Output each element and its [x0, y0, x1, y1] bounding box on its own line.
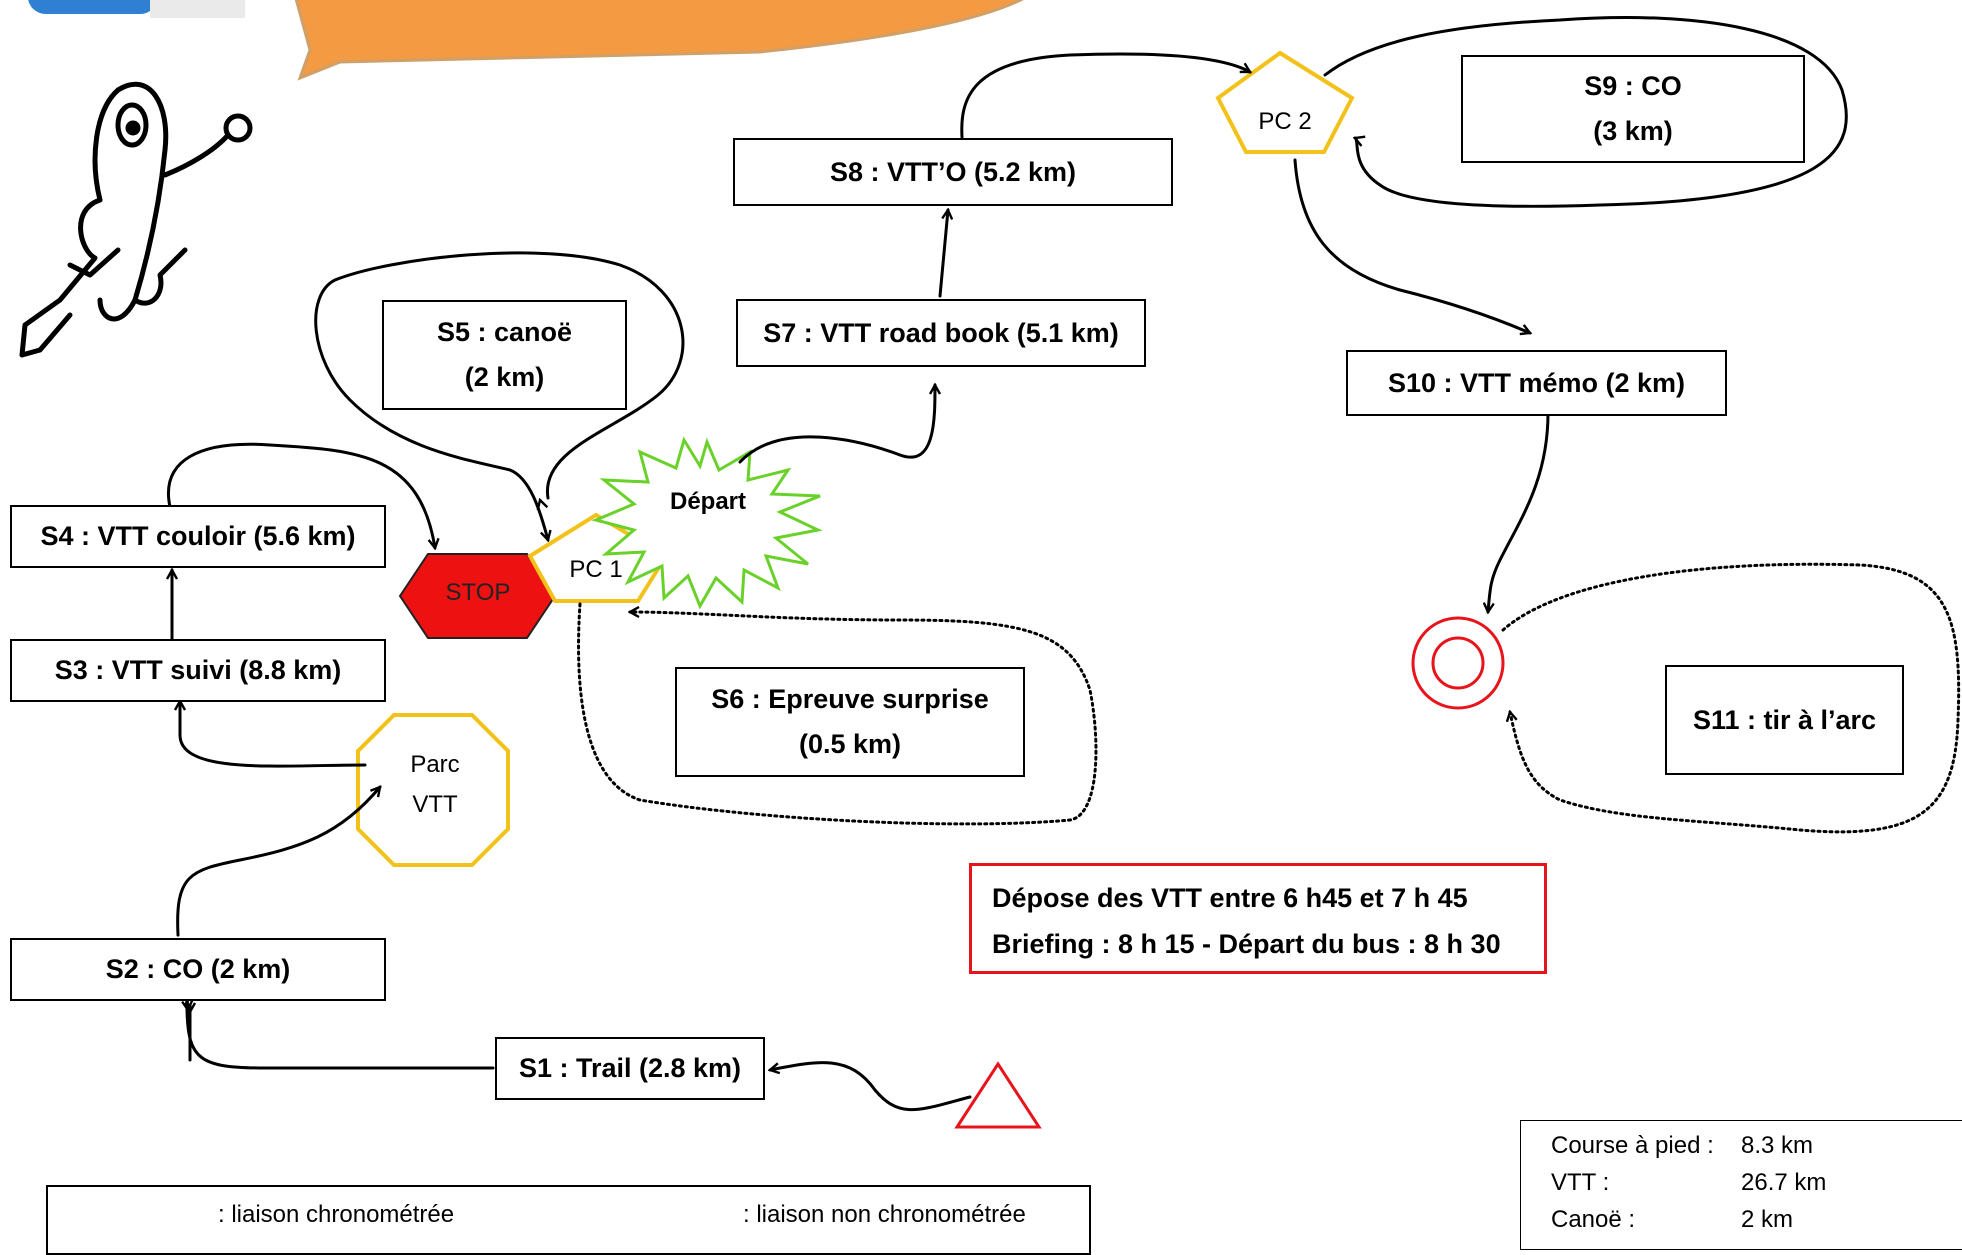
parc-vtt-line1: Parc [410, 751, 460, 778]
stage-s5-line1: S5 : canoë [436, 317, 573, 348]
link-depart-to-s7 [738, 385, 935, 464]
summary-row-canoe: Canoë : 2 km [1551, 1201, 1962, 1238]
summary-row-course: Course à pied : 8.3 km [1551, 1127, 1962, 1164]
logo-corner-icon [28, 0, 245, 18]
parc-vtt-octagon [356, 713, 510, 867]
link-s8-to-pc2 [960, 52, 1250, 139]
info-note: Dépose des VTT entre 6 h45 et 7 h 45 Bri… [969, 863, 1547, 974]
link-start-to-s1 [770, 1061, 972, 1112]
stage-s8-box: S8 : VTT’O (5.2 km) [733, 138, 1173, 206]
stage-s8-label: S8 : VTT’O (5.2 km) [829, 156, 1077, 187]
stage-s3-box: S3 : VTT suivi (8.8 km) [10, 639, 386, 702]
stop-label: STOP [445, 579, 511, 606]
summary-label: Canoë : [1551, 1206, 1636, 1234]
untimed-links [577, 562, 1961, 834]
stage-s2-label: S2 : CO (2 km) [105, 954, 291, 985]
stage-s2-box: S2 : CO (2 km) [10, 938, 386, 1001]
target-icon [1411, 616, 1505, 710]
stage-s5-box: S5 : canoë (2 km) [382, 300, 627, 410]
link-s1-to-s2 [187, 990, 495, 1070]
pc2-pentagon [1215, 50, 1355, 154]
stage-s10-box: S10 : VTT mémo (2 km) [1346, 350, 1727, 416]
start-triangle-icon [954, 1061, 1042, 1129]
stage-s1-label: S1 : Trail (2.8 km) [518, 1053, 742, 1084]
stage-s6-line1: S6 : Epreuve surprise [711, 684, 989, 715]
link-target-s11-loop [1501, 562, 1961, 834]
legend-untimed-label: : liaison non chronométrée [743, 1201, 1026, 1228]
link-s4-to-stop [167, 442, 435, 548]
info-line2: Briefing : 8 h 15 - Départ du bus : 8 h … [992, 928, 1501, 959]
stage-s9-line1: S9 : CO [1584, 71, 1682, 102]
link-s10-to-target [1488, 411, 1550, 612]
summary-value: 2 km [1741, 1206, 1794, 1234]
parc-vtt-line2: VTT [412, 791, 458, 818]
runner-mascot-icon [19, 81, 253, 358]
stop-sign-icon [398, 553, 557, 639]
stage-s10-label: S10 : VTT mémo (2 km) [1387, 367, 1686, 398]
link-pc2-to-s10 [1293, 158, 1530, 333]
summary-label: Course à pied : [1551, 1132, 1714, 1159]
legend-box: : liaison chronométrée : liaison non chr… [46, 1185, 1091, 1255]
pc2-label: PC 2 [1258, 108, 1312, 135]
pc1-label: PC 1 [569, 556, 623, 583]
depart-burst-icon [591, 436, 823, 610]
stage-s11-box: S11 : tir à l’arc [1665, 665, 1904, 775]
link-pc2-s9-loop [1323, 16, 1848, 208]
link-pc1-s6-loop [577, 602, 1098, 826]
summary-row-vtt: VTT : 26.7 km [1551, 1164, 1962, 1201]
stage-s4-label: S4 : VTT couloir (5.6 km) [40, 521, 356, 552]
stage-s6-box: S6 : Epreuve surprise (0.5 km) [675, 667, 1025, 777]
stage-s1-box: S1 : Trail (2.8 km) [495, 1037, 765, 1100]
distance-summary: Course à pied : 8.3 km VTT : 26.7 km Canoë… [1520, 1120, 1962, 1250]
link-s2-to-parc [176, 787, 380, 937]
legend-timed-label: : liaison chronométrée [218, 1201, 455, 1228]
timed-links [167, 16, 1848, 1112]
stage-s4-box: S4 : VTT couloir (5.6 km) [10, 505, 386, 568]
stage-s3-label: S3 : VTT suivi (8.8 km) [54, 655, 342, 686]
link-parc-to-s3 [180, 701, 367, 768]
stage-s9-box: S9 : CO (3 km) [1461, 55, 1805, 163]
depart-label: Départ [669, 488, 747, 515]
summary-value: 26.7 km [1741, 1169, 1827, 1197]
summary-label: VTT : [1551, 1169, 1610, 1197]
stage-s7-box: S7 : VTT road book (5.1 km) [736, 299, 1146, 367]
stage-s7-label: S7 : VTT road book (5.1 km) [763, 317, 1119, 348]
summary-value: 8.3 km [1741, 1132, 1814, 1159]
stage-s9-line2: (3 km) [1593, 116, 1673, 146]
parc-vtt-label: Parc VTT [395, 745, 475, 825]
info-line1: Dépose des VTT entre 6 h45 et 7 h 45 [992, 883, 1468, 913]
link-s7-to-s8 [938, 210, 948, 298]
speech-banner-icon [294, 0, 1024, 81]
stage-s11-label: S11 : tir à l’arc [1692, 704, 1877, 735]
stage-s6-line2: (0.5 km) [798, 729, 902, 759]
link-s5-loop [314, 251, 685, 540]
stage-s5-line2: (2 km) [464, 362, 545, 392]
